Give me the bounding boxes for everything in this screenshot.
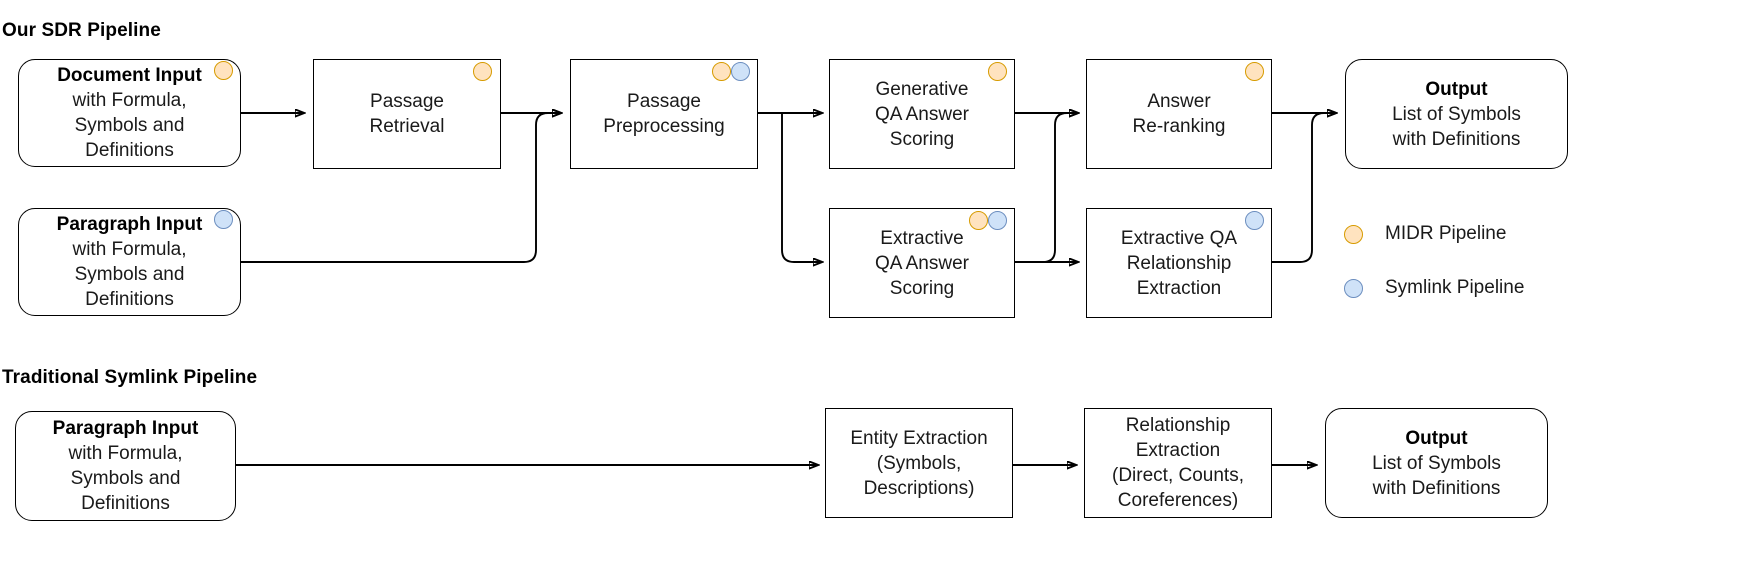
section-title-bottom: Traditional Symlink Pipeline xyxy=(2,367,258,388)
section-title-top: Our SDR Pipeline xyxy=(2,20,161,41)
node-paragraph-input-bottom-line3: Symbols and xyxy=(70,468,181,489)
marker-midr-passage-retrieval xyxy=(473,62,492,81)
legend-item-midr: MIDR Pipeline xyxy=(1344,223,1506,245)
node-document-input-line3: Symbols and xyxy=(74,115,185,136)
node-answer-reranking[interactable]: Answer Re-ranking xyxy=(1086,59,1272,169)
node-answer-reranking-line2: Re-ranking xyxy=(1132,116,1226,137)
node-document-input[interactable]: Document Input with Formula, Symbols and… xyxy=(18,59,241,167)
node-passage-preprocessing[interactable]: Passage Preprocessing xyxy=(570,59,758,169)
marker-midr-document-input xyxy=(214,61,233,80)
node-entity-extraction[interactable]: Entity Extraction (Symbols, Descriptions… xyxy=(825,408,1013,518)
node-extractive-qa-relationship-extraction[interactable]: Extractive QA Relationship Extraction xyxy=(1086,208,1272,318)
node-generative-qa-line2: QA Answer xyxy=(875,103,969,125)
node-passage-retrieval-line1: Passage xyxy=(370,91,444,112)
legend-item-symlink: Symlink Pipeline xyxy=(1344,277,1524,299)
node-generative-qa-line1: Generative xyxy=(875,78,969,100)
node-extractive-rel-line3: Extraction xyxy=(1136,277,1222,299)
node-generative-qa-answer-scoring[interactable]: Generative QA Answer Scoring xyxy=(829,59,1015,169)
node-passage-retrieval[interactable]: Passage Retrieval xyxy=(313,59,501,169)
node-paragraph-input-bottom-line4: Definitions xyxy=(81,493,170,514)
node-extractive-rel-line1: Extractive QA xyxy=(1120,227,1238,249)
node-entity-extraction-line1: Entity Extraction xyxy=(850,427,988,449)
node-relationship-extraction-line1: Relationship xyxy=(1125,415,1231,436)
legend-midr-circle-icon xyxy=(1344,224,1363,244)
node-document-input-line4: Definitions xyxy=(85,140,174,161)
node-output-top-line2: List of Symbols xyxy=(1392,103,1521,125)
node-generative-qa-line3: Scoring xyxy=(889,128,955,150)
node-output-bottom-line3: with Definitions xyxy=(1372,477,1501,499)
node-paragraph-input-line2: with Formula, xyxy=(72,239,187,260)
node-output-top-line1: Output xyxy=(1425,78,1488,100)
node-passage-retrieval-line2: Retrieval xyxy=(369,116,445,137)
node-entity-extraction-line3: Descriptions) xyxy=(863,477,975,499)
node-output-bottom-line2: List of Symbols xyxy=(1372,452,1501,474)
node-document-input-line2: with Formula, xyxy=(72,90,187,111)
node-paragraph-input-line4: Definitions xyxy=(85,289,174,310)
node-output-top-line3: with Definitions xyxy=(1392,128,1521,150)
legend-symlink-circle-icon xyxy=(1344,278,1363,298)
node-output-bottom-line1: Output xyxy=(1405,427,1468,449)
node-output-bottom[interactable]: Output List of Symbols with Definitions xyxy=(1325,408,1548,518)
node-relationship-extraction-line4: Coreferences) xyxy=(1117,490,1239,511)
node-passage-preprocessing-line2: Preprocessing xyxy=(603,116,725,137)
node-paragraph-input[interactable]: Paragraph Input with Formula, Symbols an… xyxy=(18,208,241,316)
marker-midr-passage-preprocessing xyxy=(712,62,731,81)
marker-midr-answer-reranking xyxy=(1245,62,1264,81)
marker-symlink-passage-preprocessing xyxy=(731,62,750,81)
node-extractive-qa-line3: Scoring xyxy=(889,277,955,299)
node-extractive-qa-line2: QA Answer xyxy=(875,252,969,274)
edge-extractive-to-reranking xyxy=(1015,113,1078,263)
node-paragraph-input-bottom[interactable]: Paragraph Input with Formula, Symbols an… xyxy=(15,411,236,521)
legend-midr-label: MIDR Pipeline xyxy=(1385,223,1507,244)
node-extractive-qa-line1: Extractive xyxy=(880,227,964,249)
node-passage-preprocessing-line1: Passage xyxy=(627,91,701,112)
node-paragraph-input-line3: Symbols and xyxy=(74,264,185,285)
marker-symlink-paragraph-input xyxy=(214,210,233,229)
node-paragraph-input-bottom-line2: with Formula, xyxy=(68,443,183,464)
node-relationship-extraction-line3: (Direct, Counts, xyxy=(1112,465,1244,486)
edge-relationship-to-output xyxy=(1272,113,1336,263)
marker-symlink-extractive-qa xyxy=(988,211,1007,230)
marker-midr-extractive-qa xyxy=(969,211,988,230)
node-entity-extraction-line2: (Symbols, xyxy=(876,452,962,474)
node-paragraph-input-line1: Paragraph Input xyxy=(56,214,203,235)
node-paragraph-input-bottom-line1: Paragraph Input xyxy=(52,418,199,439)
node-output-top[interactable]: Output List of Symbols with Definitions xyxy=(1345,59,1568,169)
marker-midr-generative-qa xyxy=(988,62,1007,81)
legend-symlink-label: Symlink Pipeline xyxy=(1385,277,1525,298)
node-relationship-extraction-line2: Extraction xyxy=(1135,440,1221,461)
edge-preprocessing-to-extractive xyxy=(781,113,822,262)
node-extractive-rel-line2: Relationship xyxy=(1126,252,1232,274)
node-relationship-extraction[interactable]: Relationship Extraction (Direct, Counts,… xyxy=(1084,408,1272,518)
node-document-input-line1: Document Input xyxy=(57,65,202,86)
node-answer-reranking-line1: Answer xyxy=(1147,91,1211,112)
marker-symlink-extractive-rel xyxy=(1245,211,1264,230)
